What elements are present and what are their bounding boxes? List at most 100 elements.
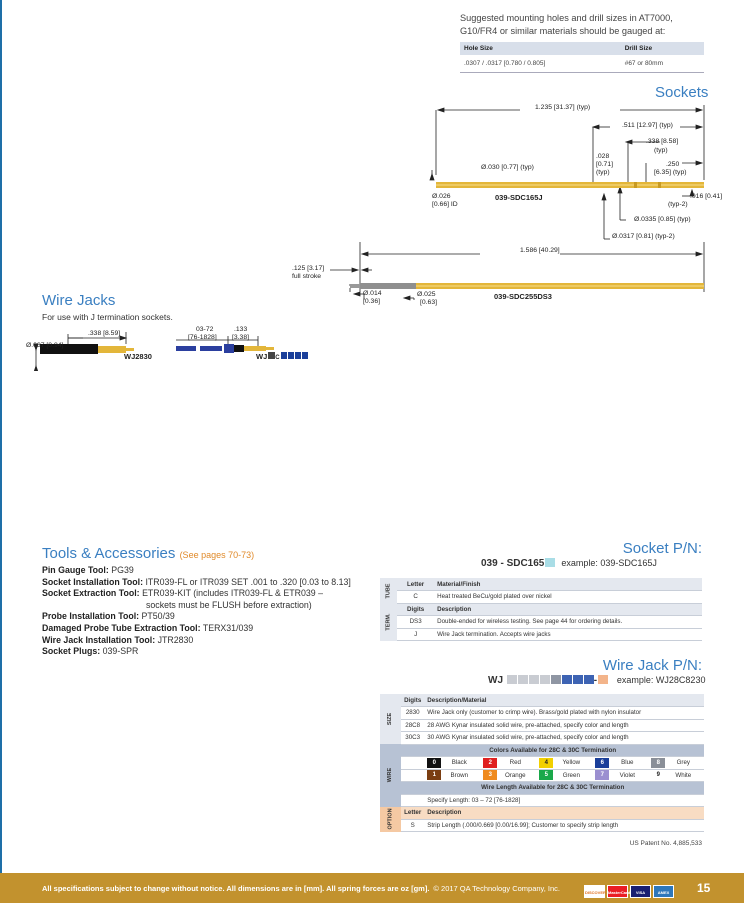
dim-338: .338 [8.58] (646, 138, 679, 145)
tool-value: 039-SPR (102, 646, 139, 657)
dim-016: .016 [0.41] (690, 193, 723, 200)
wirejack-pn-example: example: WJ28C8230 (616, 675, 706, 685)
color-name: Violet (619, 771, 635, 779)
tube-letter: C (397, 590, 435, 604)
wj-pn-box (294, 352, 301, 359)
mastercard-icon: MasterCard (607, 885, 630, 898)
option-side: OPTION (380, 806, 402, 832)
length-spacer (401, 794, 425, 807)
wire-jack-drawing (33, 332, 274, 371)
tool-row: Damaged Probe Tube Extraction Tool: TERX… (42, 623, 362, 635)
color-swatch: 7 (595, 770, 610, 781)
term-description: Double-ended for wireless testing. See p… (434, 615, 702, 629)
wirejack-pn-box (550, 675, 561, 684)
dim-635: [6.35] (typ) (654, 169, 687, 176)
color-name: Red (509, 759, 521, 767)
dim-od0335: Ø.0335 [0.85] (typ) (634, 216, 691, 223)
wj-dim-len: 03-72 (196, 326, 214, 333)
footer-disclaimer: All specifications subject to change wit… (42, 884, 430, 893)
wj-pn-box (280, 352, 287, 359)
tools-list: Pin Gauge Tool: PG39 Socket Installation… (42, 565, 362, 658)
socket-part-sdc255ds3: 039-SDC255DS3 (494, 292, 552, 301)
size-description: 28 AWG Kynar insulated solid wire, pre-a… (424, 719, 705, 732)
dim2-length: 1.586 [40.29] (520, 247, 560, 254)
wj-pn-box (287, 352, 294, 359)
wj-dim-len-mm: [76-1828] (188, 334, 217, 341)
socket-pn-title: Socket P/N: (622, 540, 702, 557)
color-option: 0 Black (424, 756, 481, 770)
color-name: Grey (676, 759, 690, 767)
color-name: Green (562, 771, 580, 779)
tool-label: Socket Extraction Tool: (42, 588, 140, 599)
dim-338-typ: (typ) (654, 147, 668, 154)
tool-label: Socket Plugs: (42, 646, 101, 657)
color-name: Brown (450, 771, 469, 779)
color-swatch: 0 (427, 757, 442, 768)
drill-size-value: #67 or 80mm (620, 55, 704, 73)
color-row-spacer (401, 756, 425, 770)
dim2-od014mm: [0.36] (363, 298, 381, 305)
wirejack-pn-box (528, 675, 539, 684)
sockets-title: Sockets (655, 84, 709, 101)
term-side: TERM. (380, 603, 398, 641)
dim2-stroke: .125 [3.17] (292, 265, 325, 272)
hole-size-value: .0307 / .0317 [0.780 / 0.805] (460, 55, 621, 73)
discover-card-icon: DISCOVER (584, 885, 606, 898)
wirejack-pn-table: SIZE Digits Description/Material 2830 Wi… (380, 694, 705, 832)
size-code: 28C8 (401, 719, 425, 732)
wirejack-pn-box (572, 675, 583, 684)
colors-title: Colors Available for 28C & 30C Terminati… (401, 744, 705, 757)
socket-part-sdc165j: 039-SDC165J (495, 193, 543, 202)
color-swatch: 3 (483, 770, 498, 781)
dim-id066: [0.66] ID (432, 201, 458, 208)
footer-bar: All specifications subject to change wit… (0, 873, 744, 903)
color-name: Black (451, 759, 467, 767)
length-value: Specify Length: 03 – 72 [76-1828] (424, 794, 705, 807)
option-letter: S (401, 819, 425, 832)
term-description-header: Description (434, 603, 702, 616)
mounting-info: Suggested mounting holes and drill sizes… (460, 12, 704, 73)
color-swatch: 8 (651, 757, 666, 768)
dim2-od025: Ø.025 (417, 291, 436, 298)
option-description: Strip Length (.000/0.669 [0.00/16.99]; C… (424, 819, 705, 832)
mounting-intro: Suggested mounting holes and drill sizes… (460, 13, 673, 36)
dim-od0317: Ø.0317 [0.81] (typ-2) (612, 233, 675, 240)
color-swatch: 4 (539, 757, 554, 768)
tool-label: Wire Jack Installation Tool: (42, 634, 156, 645)
wirejack-pn-box (561, 675, 572, 684)
wirejack-pn-title: Wire Jack P/N: (602, 657, 702, 674)
color-option: 1 Brown (424, 769, 481, 782)
tool-label: Pin Gauge Tool: (42, 565, 109, 575)
page-edge (0, 0, 2, 880)
color-name: Blue (621, 759, 634, 767)
dim2-od014: Ø.014 (363, 290, 382, 297)
size-description: 30 AWG Kynar insulated solid wire, pre-a… (424, 731, 705, 745)
wirejack-pn-box (506, 675, 517, 684)
color-option: 6 Blue (592, 756, 649, 770)
socket-drawing-sdc255ds3 (330, 242, 705, 301)
option-letter-header: Letter (401, 806, 425, 820)
tool-row: Socket Plugs: 039-SPR (42, 646, 362, 658)
color-name: White (675, 771, 692, 779)
wj-pn-c: C (275, 355, 280, 361)
wj-pn-prefix: WJ (256, 352, 268, 361)
socket-pn-box (545, 558, 556, 567)
color-swatch: 1 (427, 770, 442, 781)
wirejack-pn-dash: - (593, 675, 598, 686)
wire-jacks-title: Wire Jacks (42, 292, 116, 309)
tool-label: Socket Installation Tool: (42, 576, 144, 587)
wj-pn-box (301, 352, 308, 359)
wirejack-pn-box (517, 675, 528, 684)
socket-pn-prefix: 039 - SDC165 (481, 558, 545, 569)
dim2-od025mm: [0.63] (420, 299, 438, 306)
visa-card-icon: VISA (630, 885, 651, 898)
color-swatch: 6 (595, 757, 610, 768)
page-number: 15 (697, 881, 711, 895)
tool-row: Socket Extraction Tool: ETR039-KIT (incl… (42, 588, 362, 600)
tool-value: ITR039-FL or ITR039 SET .001 to .320 [0.… (145, 576, 351, 587)
